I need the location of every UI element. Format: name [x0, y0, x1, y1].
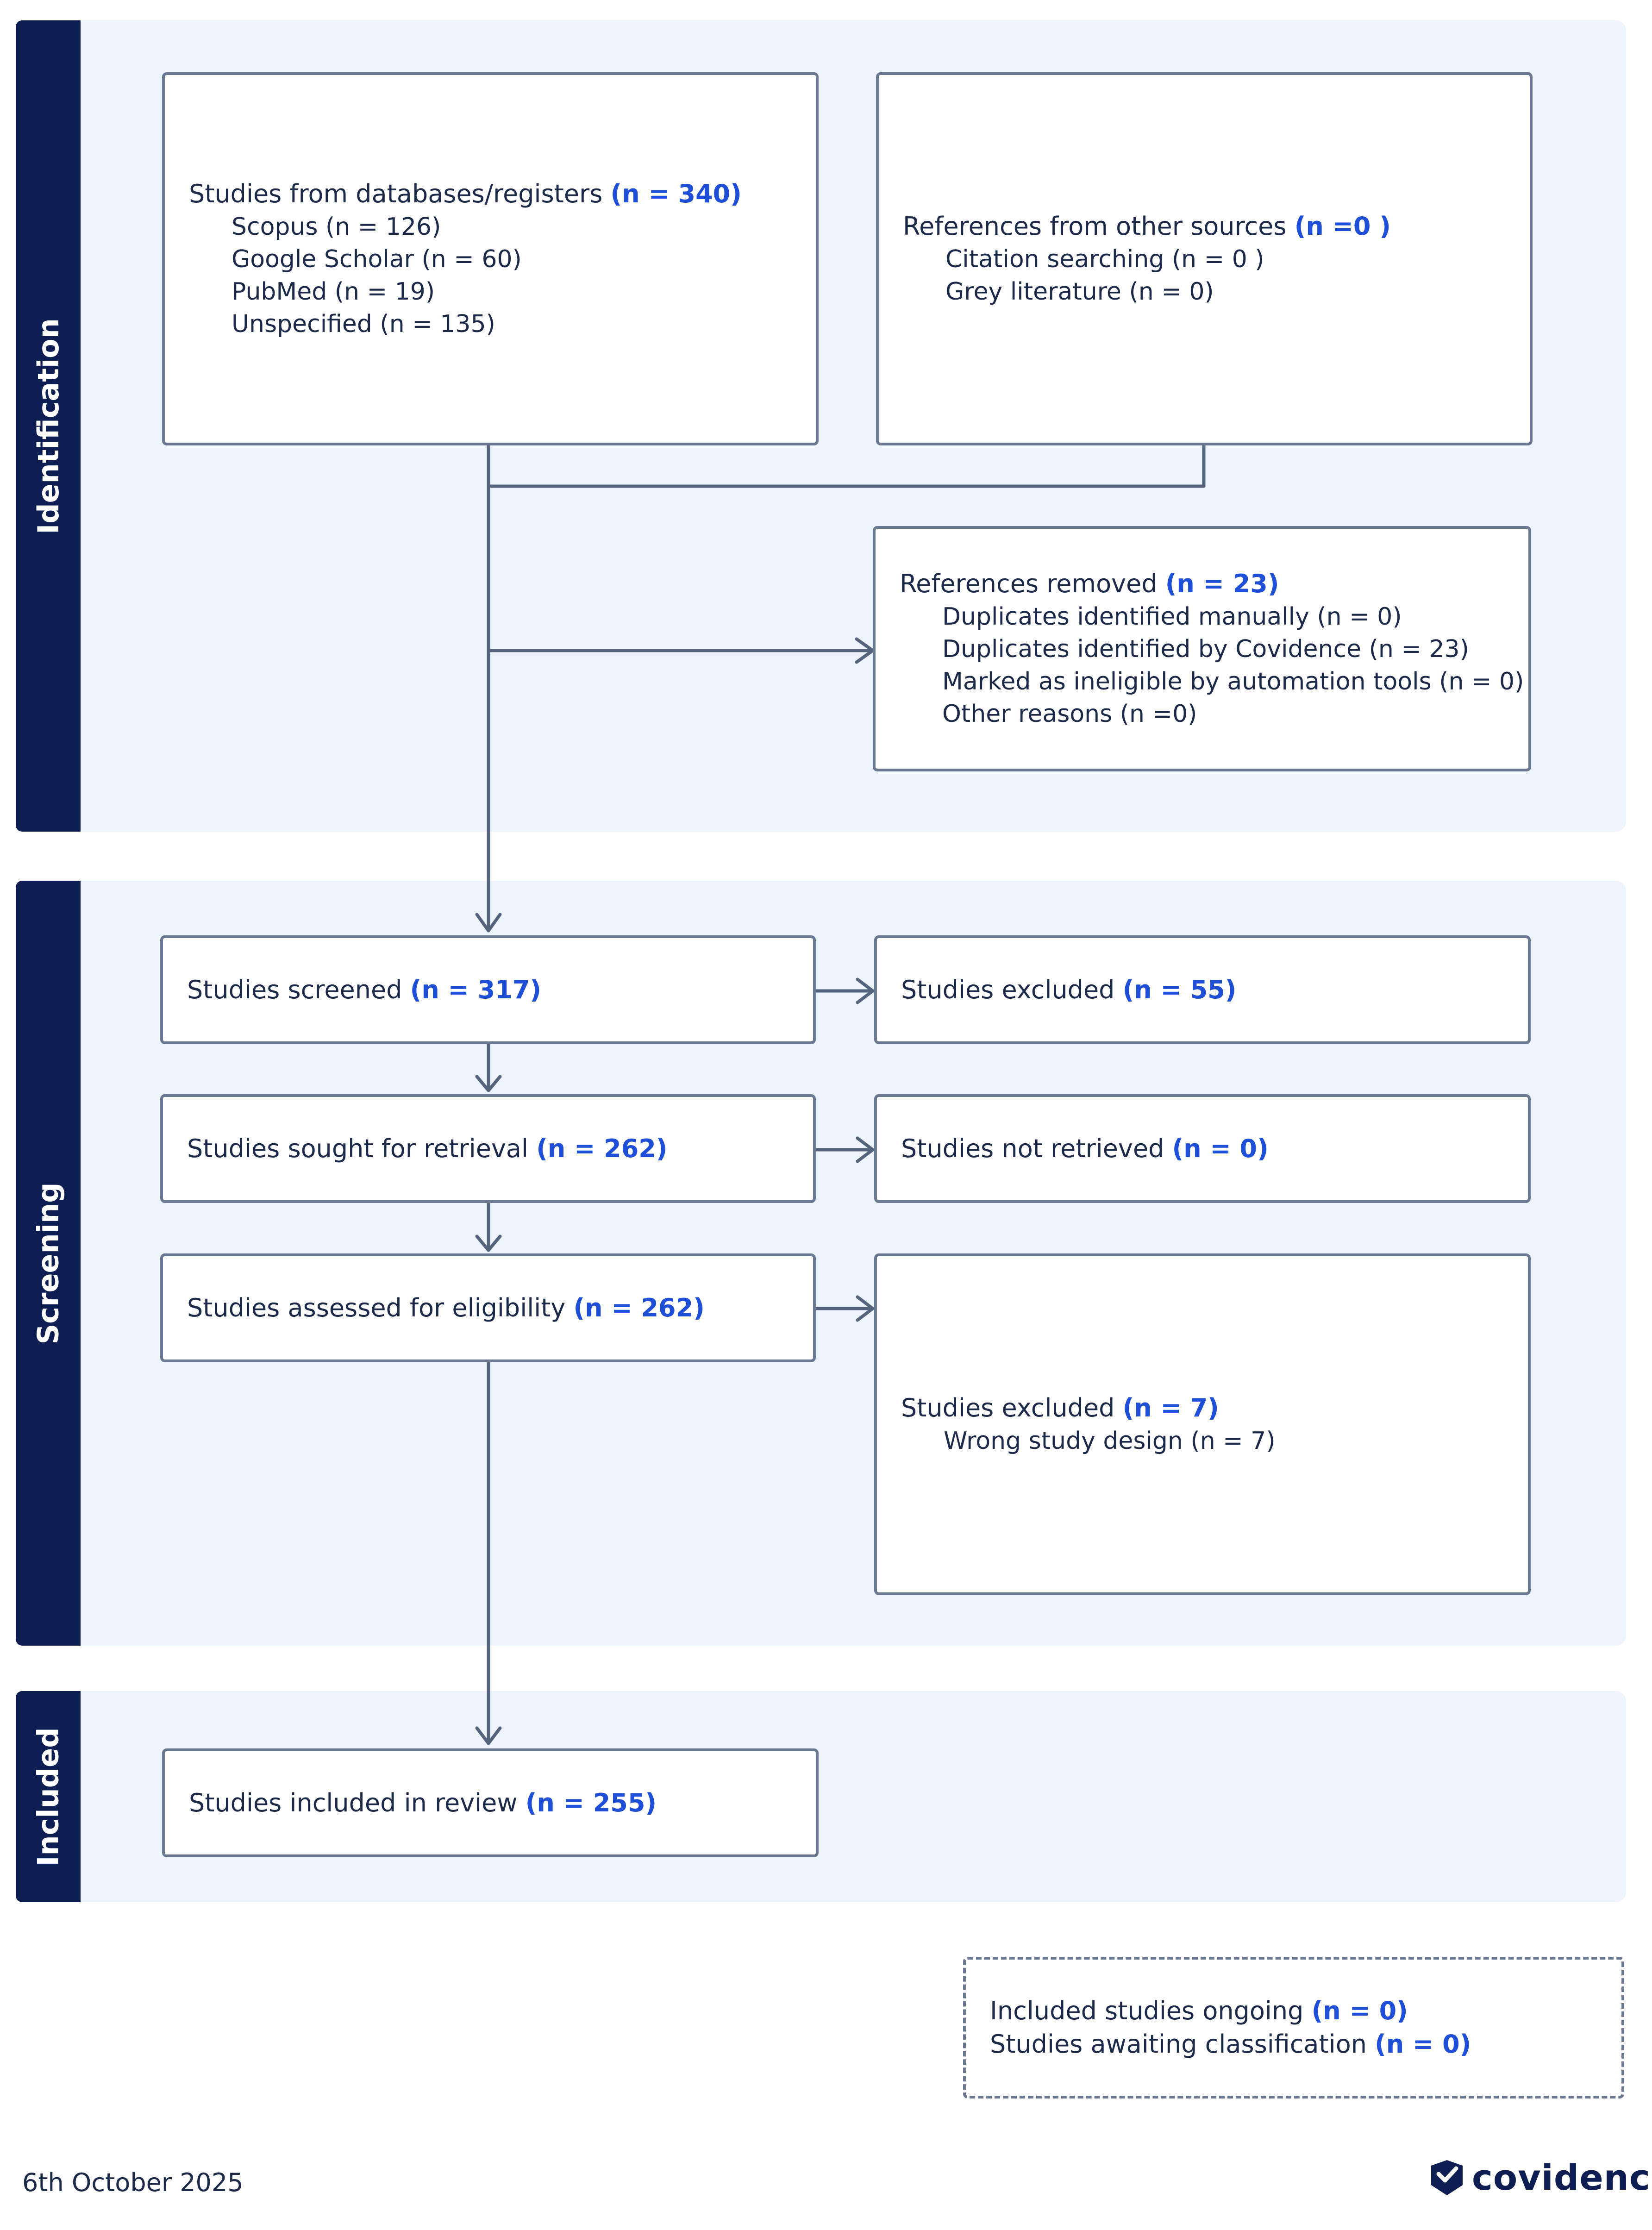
removed-item-covidence: Duplicates identified by Covidence (n = …: [942, 635, 1469, 663]
other-sources-title: References from other sources (n =0 ): [903, 212, 1391, 241]
databases-item-pubmed: PubMed (n = 19): [232, 278, 435, 306]
databases-count: (n = 340): [610, 179, 742, 208]
databases-item-google-scholar: Google Scholar (n = 60): [232, 245, 522, 273]
arrowhead-to-screened: [475, 913, 502, 933]
databases-box: Studies from databases/registers (n = 34…: [162, 72, 819, 445]
excluded-screen-box: Studies excluded (n = 55): [874, 935, 1531, 1044]
not-retrieved-title: Studies not retrieved (n = 0): [901, 1134, 1269, 1163]
databases-title: Studies from databases/registers (n = 34…: [189, 179, 742, 208]
screened-title: Studies screened (n = 317): [187, 975, 542, 1004]
ongoing-line: Included studies ongoing (n = 0): [990, 1996, 1408, 2025]
arrowhead-assessed-excluded: [856, 1295, 875, 1322]
excluded-full-text-box: Studies excluded (n = 7) Wrong study des…: [874, 1253, 1531, 1595]
references-removed-box: References removed (n = 23) Duplicates i…: [873, 526, 1531, 771]
ongoing-box: Included studies ongoing (n = 0) Studies…: [963, 1957, 1624, 2098]
awaiting-line: Studies awaiting classification (n = 0): [990, 2030, 1471, 2059]
excluded-screen-count: (n = 55): [1122, 975, 1237, 1004]
arrowhead-sought-not-retrieved: [856, 1136, 875, 1163]
removed-item-manual: Duplicates identified manually (n = 0): [942, 603, 1402, 631]
removed-item-other: Other reasons (n =0): [942, 700, 1197, 728]
other-sources-box: References from other sources (n =0 ) Ci…: [876, 72, 1533, 445]
other-sources-item-grey: Grey literature (n = 0): [945, 278, 1214, 306]
excluded-full-item-design: Wrong study design (n = 7): [944, 1427, 1276, 1455]
screened-box: Studies screened (n = 317): [160, 935, 816, 1044]
not-retrieved-box: Studies not retrieved (n = 0): [874, 1094, 1531, 1203]
identification-phase-bar: Identification: [16, 20, 81, 832]
included-phase-bar: Included: [16, 1691, 81, 1902]
databases-item-unspecified: Unspecified (n = 135): [232, 310, 495, 338]
arrowhead-sought-assessed: [475, 1234, 502, 1252]
sought-count: (n = 262): [536, 1134, 668, 1163]
other-sources-item-citation: Citation searching (n = 0 ): [945, 245, 1264, 273]
excluded-screen-title: Studies excluded (n = 55): [901, 975, 1237, 1004]
arrowhead-screened-excluded: [856, 977, 875, 1004]
connector-other-sources-join: [487, 444, 1206, 488]
sought-title: Studies sought for retrieval (n = 262): [187, 1134, 668, 1163]
arrowhead-screened-sought: [475, 1075, 502, 1092]
covidence-logo-icon: [1431, 2160, 1463, 2195]
assessed-count: (n = 262): [573, 1293, 705, 1322]
included-count: (n = 255): [525, 1788, 657, 1817]
other-sources-count: (n =0 ): [1294, 212, 1391, 241]
removed-item-automation: Marked as ineligible by automation tools…: [942, 668, 1524, 695]
footer-date: 6th October 2025: [22, 2168, 244, 2197]
excluded-full-title: Studies excluded (n = 7): [901, 1393, 1219, 1422]
covidence-logo-text: covidence: [1472, 2157, 1652, 2198]
not-retrieved-count: (n = 0): [1172, 1134, 1269, 1163]
sought-box: Studies sought for retrieval (n = 262): [160, 1094, 816, 1203]
arrowhead-assessed-included: [475, 1726, 502, 1745]
assessed-box: Studies assessed for eligibility (n = 26…: [160, 1253, 816, 1362]
screened-count: (n = 317): [410, 975, 542, 1004]
included-box: Studies included in review (n = 255): [162, 1748, 819, 1857]
removed-count: (n = 23): [1165, 569, 1279, 598]
removed-title: References removed (n = 23): [900, 569, 1279, 598]
databases-item-scopus: Scopus (n = 126): [232, 213, 441, 241]
excluded-full-count: (n = 7): [1122, 1393, 1219, 1422]
awaiting-count: (n = 0): [1375, 2030, 1471, 2059]
screening-phase-bar: Screening: [16, 881, 81, 1646]
covidence-logo: covidence: [1428, 2157, 1652, 2198]
assessed-title: Studies assessed for eligibility (n = 26…: [187, 1293, 705, 1322]
included-title: Studies included in review (n = 255): [189, 1788, 657, 1817]
ongoing-count: (n = 0): [1311, 1996, 1408, 2025]
